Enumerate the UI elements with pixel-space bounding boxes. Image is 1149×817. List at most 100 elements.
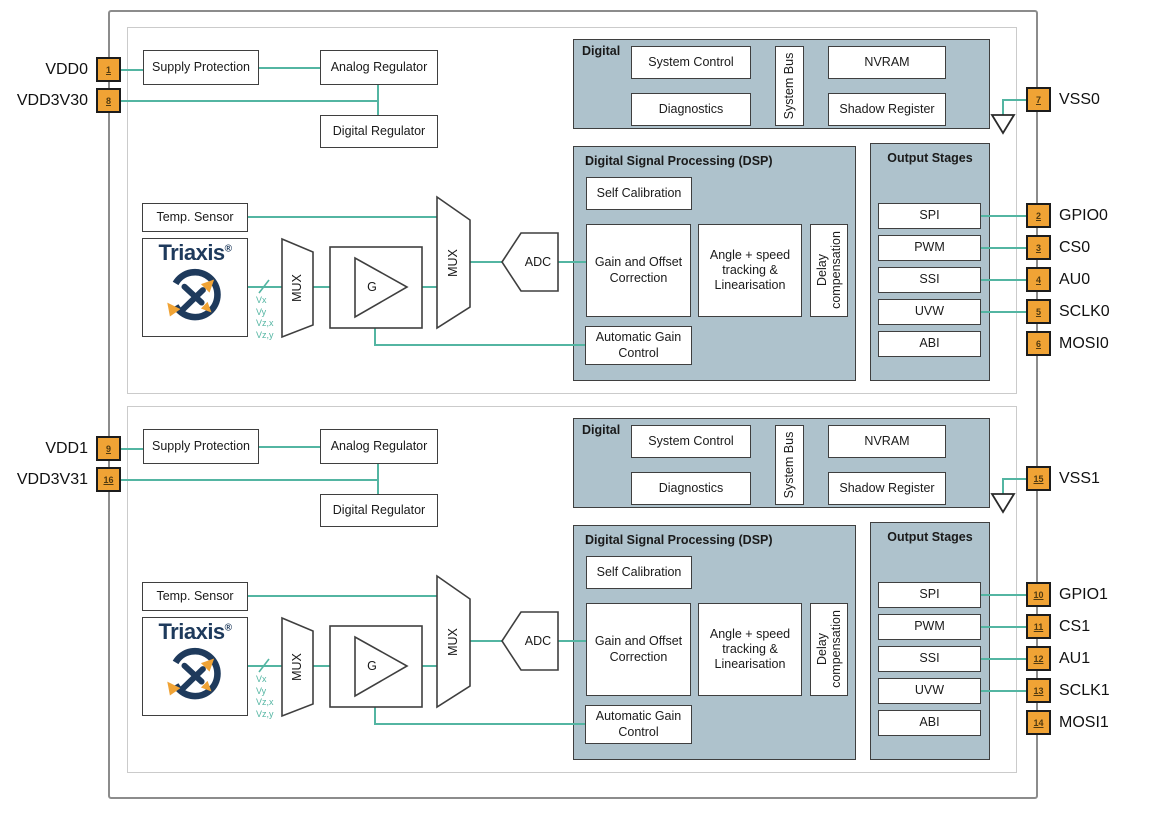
signal-label: Vz,x (256, 697, 274, 707)
pin-square: 5 (1026, 299, 1051, 324)
gain-amp-label: G (367, 280, 377, 294)
pin-label: SCLK0 (1059, 303, 1110, 320)
ground-symbol (990, 114, 1016, 135)
shadow-register-box: Shadow Register (828, 472, 946, 505)
pwm-box: PWM (878, 235, 981, 261)
connector-wires (121, 446, 1026, 725)
uvw-box: UVW (878, 299, 981, 325)
shadow-register-box: Shadow Register (828, 93, 946, 126)
triaxis-brand: Triaxis® (158, 240, 232, 265)
diagnostics-box: Diagnostics (631, 472, 751, 505)
registered-mark: ® (224, 243, 232, 255)
pin-label: AU1 (1059, 650, 1091, 667)
pin-square: 1 (96, 57, 121, 82)
delay-compensation-label: Delay compensation (815, 610, 843, 688)
nvram-box: NVRAM (828, 46, 946, 79)
dsp-block-title: Digital Signal Processing (DSP) (585, 533, 773, 547)
pin-label: GPIO1 (1059, 586, 1108, 603)
triaxis-sensor-box: Triaxis® (142, 238, 248, 337)
pin-label: VDD3V30 (16, 92, 88, 109)
digital-block-title: Digital (582, 423, 621, 437)
mux2-shape (436, 195, 471, 330)
pin-square: 3 (1026, 235, 1051, 260)
pin-square: 15 (1026, 466, 1051, 491)
self-calibration-box: Self Calibration (586, 177, 692, 210)
temp-sensor-box: Temp. Sensor (142, 582, 248, 611)
triaxis-sensor-box: Triaxis® (142, 617, 248, 716)
channel-1-section: Supply Protection Analog Regulator Digit… (0, 406, 1149, 773)
abi-box: ABI (878, 710, 981, 736)
mux1-shape (281, 237, 314, 339)
temp-sensor-box: Temp. Sensor (142, 203, 248, 232)
agc-box: Automatic Gain Control (585, 326, 692, 365)
angle-speed-box: Angle + speed tracking & Linearisation (698, 224, 802, 317)
pin-square: 13 (1026, 678, 1051, 703)
gain-offset-box: Gain and Offset Correction (586, 603, 691, 696)
supply-protection-box: Supply Protection (143, 50, 259, 85)
signal-label: Vz,x (256, 318, 274, 328)
pin-label: CS1 (1059, 618, 1091, 635)
digital-regulator-box: Digital Regulator (320, 115, 438, 148)
triaxis-brand: Triaxis® (158, 619, 232, 644)
bus-slash-mark (258, 279, 270, 294)
system-control-box: System Control (631, 46, 751, 79)
adc-label: ADC (524, 255, 552, 269)
delay-compensation-label: Delay compensation (815, 231, 843, 309)
pin-square: 9 (96, 436, 121, 461)
signal-label: Vy (256, 685, 267, 696)
pin-label: CS0 (1059, 239, 1091, 256)
adc-shape (501, 611, 559, 671)
die-1-outline (127, 406, 1017, 773)
triaxis-logo-icon (167, 268, 221, 321)
ground-symbol (990, 493, 1016, 514)
pin-square: 2 (1026, 203, 1051, 228)
pin-label: MOSI1 (1059, 714, 1109, 731)
gain-amp-label: G (367, 659, 377, 673)
pin-square: 16 (96, 467, 121, 492)
system-bus-box (775, 425, 804, 505)
signal-label: Vx (256, 295, 267, 305)
sensor-signal-labels: Vx Vy Vz,x Vz,y (256, 674, 274, 720)
pin-square: 8 (96, 88, 121, 113)
analog-regulator-box: Analog Regulator (320, 50, 438, 85)
signal-label: Vz,y (256, 329, 274, 340)
digital-block-title: Digital (582, 44, 621, 58)
pin-label: VSS1 (1059, 470, 1100, 487)
pin-label: MOSI0 (1059, 335, 1109, 352)
mux2-shape (436, 574, 471, 709)
signal-label: Vx (256, 674, 267, 684)
uvw-box: UVW (878, 678, 981, 704)
pin-label: GPIO0 (1059, 207, 1108, 224)
adc-label: ADC (524, 634, 552, 648)
abi-box: ABI (878, 331, 981, 357)
pin-square: 14 (1026, 710, 1051, 735)
pin-square: 10 (1026, 582, 1051, 607)
gain-amp-triangle (354, 635, 409, 698)
mux1-shape (281, 616, 314, 718)
pin-square: 4 (1026, 267, 1051, 292)
gain-amp-triangle (354, 256, 409, 319)
pin-label: VDD0 (45, 61, 88, 78)
pin-square: 12 (1026, 646, 1051, 671)
pin-square: 6 (1026, 331, 1051, 356)
delay-compensation-box (810, 603, 848, 696)
connector-wires (121, 67, 1026, 346)
dsp-block-title: Digital Signal Processing (DSP) (585, 154, 773, 168)
system-control-box: System Control (631, 425, 751, 458)
self-calibration-box: Self Calibration (586, 556, 692, 589)
system-bus-label: System Bus (782, 431, 796, 499)
output-stages-title: Output Stages (887, 151, 973, 165)
die-0-outline (127, 27, 1017, 394)
pin-square: 7 (1026, 87, 1051, 112)
spi-box: SPI (878, 203, 981, 229)
mux1-label: MUX (290, 274, 304, 302)
output-stages-title: Output Stages (887, 530, 973, 544)
adc-shape (501, 232, 559, 292)
digital-regulator-box: Digital Regulator (320, 494, 438, 527)
sensor-signal-labels: Vx Vy Vz,x Vz,y (256, 295, 274, 341)
delay-compensation-box (810, 224, 848, 317)
pwm-box: PWM (878, 614, 981, 640)
diagnostics-box: Diagnostics (631, 93, 751, 126)
pin-square: 11 (1026, 614, 1051, 639)
